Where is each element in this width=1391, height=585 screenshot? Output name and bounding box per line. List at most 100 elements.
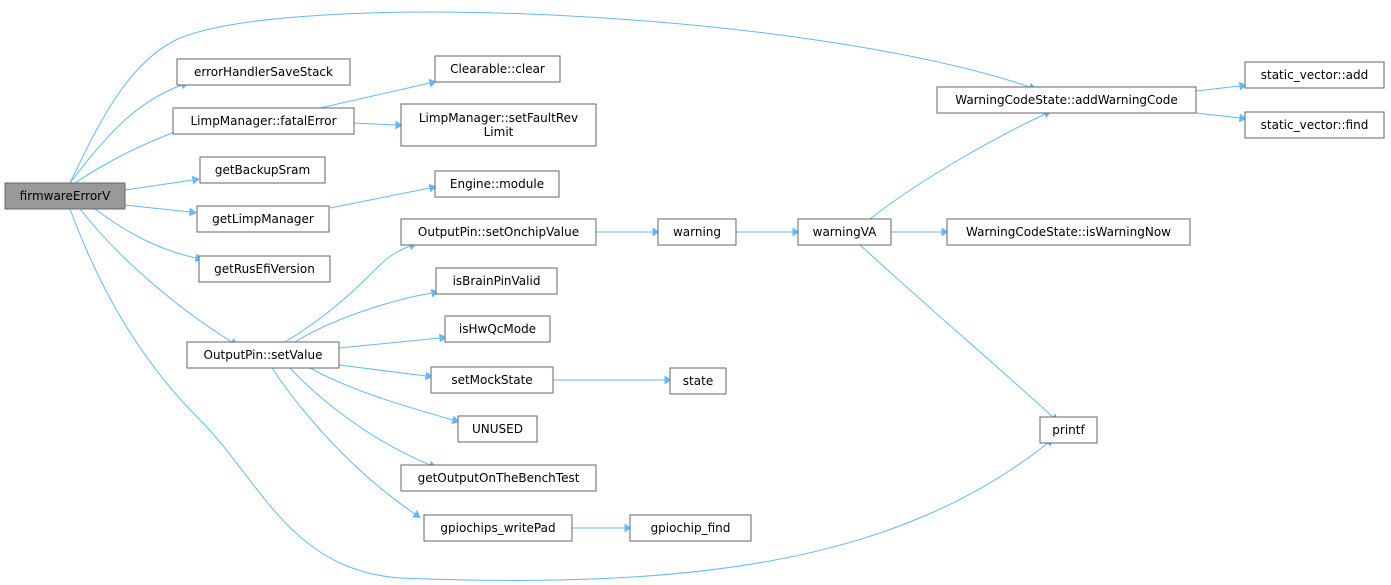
edge-line: [859, 244, 1054, 418]
edge-n20-n21: [869, 110, 1052, 220]
node-box: [457, 415, 538, 443]
node-box: [797, 218, 892, 246]
arrowhead: [1239, 113, 1247, 123]
arrowhead: [191, 175, 200, 185]
node-n22[interactable]: WarningCodeState::isWarningNow: [946, 218, 1191, 246]
node-box: [936, 86, 1197, 114]
arrowhead: [1239, 81, 1247, 91]
arrowhead: [941, 227, 949, 237]
node-n19[interactable]: gpiochip_find: [629, 514, 752, 542]
node-box: [435, 267, 558, 295]
node-label: UNUSED: [472, 422, 523, 436]
node-n2[interactable]: LimpManager::fatalError: [172, 107, 355, 135]
edge-line: [869, 113, 1046, 220]
node-n21[interactable]: WarningCodeState::addWarningCode: [936, 86, 1197, 114]
node-n0[interactable]: firmwareErrorV: [4, 182, 126, 210]
node-n4[interactable]: getLimpManager: [196, 205, 330, 233]
node-label: Clearable::clear: [450, 62, 545, 76]
edge-n0-n5: [94, 208, 203, 263]
node-n15[interactable]: getOutputOnTheBenchTest: [400, 464, 597, 492]
node-n14[interactable]: UNUSED: [457, 415, 538, 443]
edge-line: [69, 208, 1049, 581]
edge-line: [79, 208, 233, 343]
edge-n21-n24: [1195, 81, 1247, 92]
edge-n0-n2: [74, 126, 187, 184]
node-box: [172, 107, 355, 135]
edge-line: [1195, 85, 1241, 92]
node-layer: firmwareErrorV errorHandlerSaveStackLimpM…: [4, 55, 1385, 542]
arrowhead: [430, 288, 439, 298]
node-n23[interactable]: printf: [1039, 416, 1098, 444]
edge-n2-n7: [319, 78, 437, 109]
node-box: [1244, 111, 1385, 139]
edge-line: [124, 204, 191, 213]
node-label: gpiochip_find: [651, 521, 731, 535]
node-label: getOutputOnTheBenchTest: [418, 471, 580, 485]
node-label: isBrainPinValid: [453, 274, 541, 288]
node-n20[interactable]: warningVA: [797, 218, 892, 246]
node-n11[interactable]: isBrainPinValid: [435, 267, 558, 295]
arrowhead: [664, 375, 672, 385]
node-n9[interactable]: Engine::module: [434, 170, 560, 198]
node-box: [434, 170, 560, 198]
edge-line: [329, 187, 431, 209]
node-box: [669, 367, 727, 395]
node-label: isHwQcMode: [459, 322, 536, 336]
node-n6[interactable]: OutputPin::setValue: [186, 341, 340, 369]
edge-line: [289, 367, 431, 466]
node-label: LimpManager::fatalError: [190, 114, 336, 128]
node-n18[interactable]: state: [669, 367, 727, 395]
node-label: Limit: [484, 125, 514, 139]
edge-line: [319, 82, 431, 109]
arrowhead: [428, 183, 437, 193]
node-label: setMockState: [451, 373, 532, 387]
node-n5[interactable]: getRusEfiVersion: [198, 255, 331, 283]
node-n17[interactable]: warning: [657, 218, 737, 246]
node-n16[interactable]: gpiochips_writePad: [423, 514, 573, 542]
node-box: [657, 218, 737, 246]
edge-n21-n25: [1195, 112, 1247, 123]
node-box: [198, 255, 331, 283]
node-box: [1244, 61, 1385, 89]
node-box: [400, 464, 597, 492]
edge-line: [309, 367, 454, 421]
node-n12[interactable]: isHwQcMode: [444, 315, 551, 343]
node-box: [199, 156, 326, 184]
node-label: state: [683, 374, 713, 388]
node-label: static_vector::find: [1261, 118, 1369, 132]
arrowhead: [652, 227, 660, 237]
arrowhead: [395, 120, 403, 130]
arrowhead: [189, 207, 197, 217]
node-n24[interactable]: static_vector::add: [1244, 61, 1385, 89]
edge-n6-n12: [338, 333, 447, 349]
node-label: getBackupSram: [215, 163, 310, 177]
node-label: static_vector::add: [1261, 68, 1368, 82]
edge-n20-n22: [891, 227, 949, 237]
arrowhead: [451, 415, 460, 425]
node-label: getRusEfiVersion: [214, 262, 315, 276]
edge-line: [353, 122, 397, 126]
edge-line: [284, 245, 411, 343]
node-n13[interactable]: setMockState: [430, 366, 554, 394]
edge-line: [271, 367, 416, 515]
edge-n13-n18: [553, 375, 672, 385]
arrowhead: [412, 510, 421, 518]
node-label: warningVA: [813, 225, 877, 239]
edge-n20-n23: [859, 244, 1059, 422]
node-box: [186, 341, 340, 369]
node-n1[interactable]: errorHandlerSaveStack: [176, 58, 351, 86]
node-label: WarningCodeState::addWarningCode: [955, 93, 1178, 107]
arrowhead: [792, 227, 800, 237]
arrowhead: [624, 523, 632, 533]
edge-line: [294, 292, 433, 343]
edge-n10-n17: [596, 227, 660, 237]
node-label: gpiochips_writePad: [440, 521, 555, 535]
node-n25[interactable]: static_vector::find: [1244, 111, 1385, 139]
node-n10[interactable]: OutputPin::setOnchipValue: [400, 218, 597, 246]
node-label: LimpManager::setFaultRev: [419, 111, 578, 125]
node-n3[interactable]: getBackupSram: [199, 156, 326, 184]
edge-n6-n11: [294, 288, 439, 343]
node-box: [444, 315, 551, 343]
node-n7[interactable]: Clearable::clear: [434, 55, 561, 83]
